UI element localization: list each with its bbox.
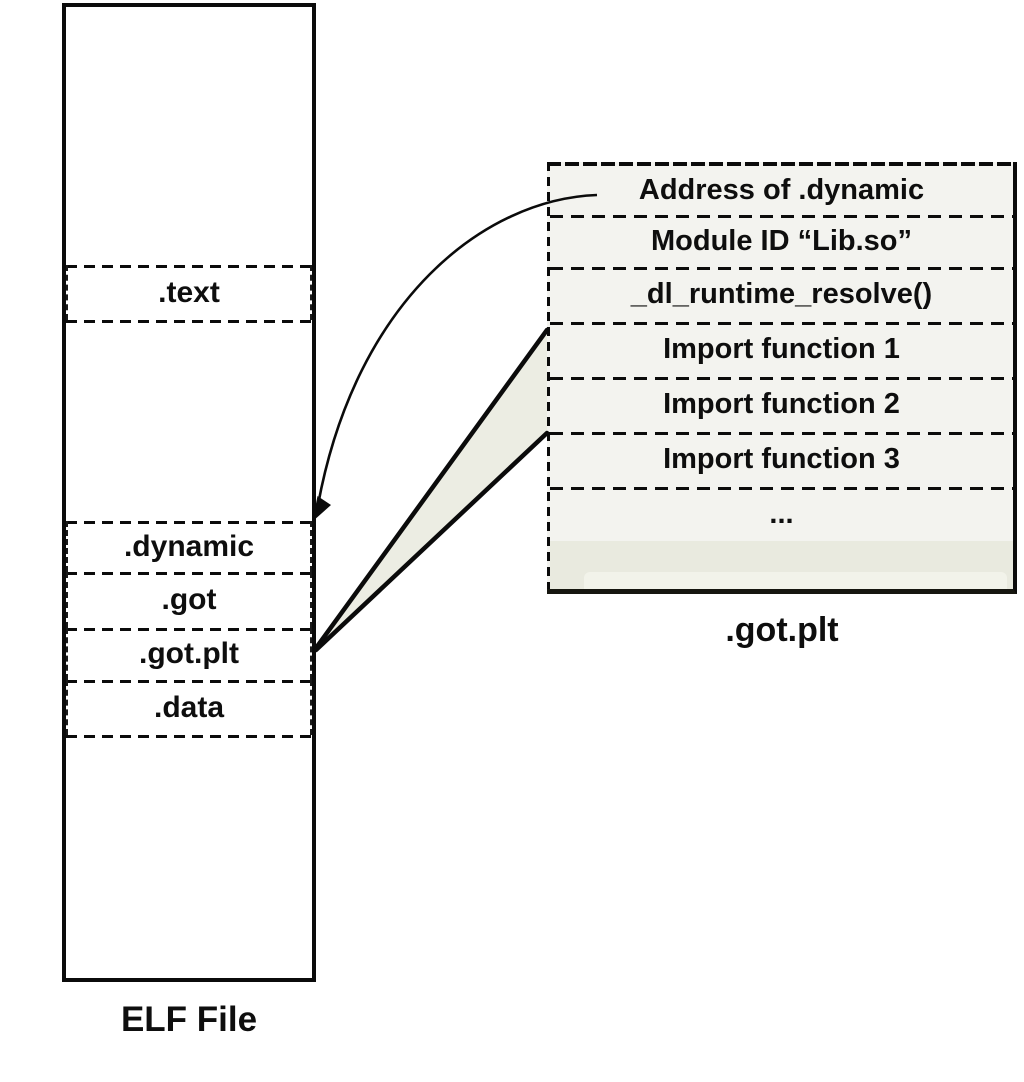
dashed-divider xyxy=(550,267,1013,270)
elf-section-data: .data xyxy=(66,680,312,735)
elf-section-got: .got xyxy=(66,572,312,628)
gotplt-entry-dl-runtime-resolve: _dl_runtime_resolve() xyxy=(550,267,1013,322)
dashed-divider xyxy=(66,680,312,683)
dashed-divider xyxy=(66,521,312,524)
elf-section-text: .text xyxy=(66,265,312,320)
dashed-divider xyxy=(66,320,312,323)
elf-section-label: .dynamic xyxy=(123,529,255,563)
gotplt-entry-import-function-3: Import function 3 xyxy=(550,432,1013,487)
elf-section-label: .got xyxy=(161,583,217,616)
elf-file-caption: ELF File xyxy=(120,1000,258,1039)
gotplt-entry-module-id: Module ID “Lib.so” xyxy=(550,215,1013,267)
elf-section-label: .got.plt xyxy=(139,637,239,670)
elf-file-box: .text .dynamic .got .got.plt .data xyxy=(62,3,316,982)
gotplt-entry-import-function-2: Import function 2 xyxy=(550,377,1013,432)
gotplt-entry-label: _dl_runtime_resolve() xyxy=(630,278,933,310)
zoom-cone-edge-bottom xyxy=(313,430,550,653)
dashed-divider xyxy=(550,432,1013,435)
dashed-divider xyxy=(66,265,312,268)
gotplt-entry-label: Import function 1 xyxy=(663,333,900,365)
gotplt-box: Address of .dynamic Module ID “Lib.so” _… xyxy=(547,162,1017,594)
zoom-cone-edge-top xyxy=(313,327,550,651)
elf-section-label: .text xyxy=(158,275,220,309)
dashed-divider xyxy=(66,735,312,738)
gotplt-caption: .got.plt xyxy=(725,611,839,649)
elf-section-gotplt: .got.plt xyxy=(66,628,312,680)
gotplt-entry-label: Import function 3 xyxy=(663,443,900,475)
gotplt-entry-label: ... xyxy=(769,497,794,530)
dashed-divider xyxy=(550,377,1013,380)
dashed-divider xyxy=(66,628,312,631)
gotplt-entry-label: Address of .dynamic xyxy=(638,174,925,206)
dashed-divider xyxy=(550,322,1013,325)
elf-section-dynamic: .dynamic xyxy=(66,521,312,572)
dashed-divider xyxy=(66,572,312,575)
gotplt-entry-address-of-dynamic: Address of .dynamic xyxy=(550,166,1013,215)
zoom-cone xyxy=(318,330,547,651)
dashed-divider xyxy=(550,215,1013,218)
dashed-divider xyxy=(547,162,1013,166)
gotplt-empty-slot xyxy=(550,541,1013,589)
gotplt-entry-label: Module ID “Lib.so” xyxy=(651,224,912,257)
empty-slot-highlight xyxy=(584,572,1007,589)
gotplt-entry-label: Import function 2 xyxy=(663,388,900,420)
elf-section-label: .data xyxy=(153,690,225,724)
gotplt-entry-ellipsis: ... xyxy=(550,487,1013,541)
dashed-divider xyxy=(550,487,1013,490)
gotplt-entry-import-function-1: Import function 1 xyxy=(550,322,1013,377)
